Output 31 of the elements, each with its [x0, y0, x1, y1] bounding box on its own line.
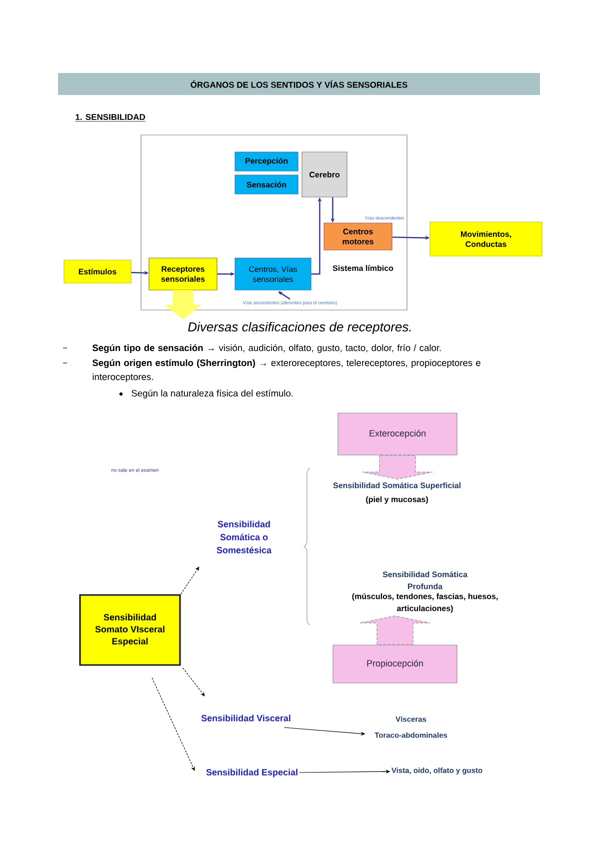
receptor-box: Receptores sensoriales [148, 258, 218, 290]
motor-box: Centros motores [324, 222, 392, 250]
callout-box: Exterocepción [338, 412, 458, 456]
section-heading: 1. SENSIBILIDAD [75, 114, 146, 122]
block-arrow [362, 455, 433, 480]
category-text: Sensibilidad Especial [206, 768, 298, 778]
region-label: Sistema límbico [332, 265, 394, 271]
bullet-text: Según tipo de sensación → visión, audición, olfato, gusto, tacto, dolor, frío / calor. [92, 344, 441, 354]
process-box: Sensación [234, 174, 298, 194]
bullet-text: Según origen estímulo (Sherrington) → exteroreceptores, telereceptores, propioceptores e interoceptores. [92, 359, 480, 382]
arrow [180, 566, 200, 594]
description-text: Sensibilidad Somática Profunda (músculos, tendones, fascias, huesos, articulaciones) [352, 571, 498, 613]
stimulus-box: Estímulos [64, 260, 132, 284]
block-arrow [360, 616, 430, 645]
bullet-text: Según la naturaleza física del estímulo. [132, 390, 293, 398]
category-text: Sensibilidad Somática o Somestésica [216, 520, 272, 554]
process-box: Percepción [234, 152, 298, 172]
description-text: Sensibilidad Somática Superficial (piel y mucosas) [333, 482, 460, 504]
output-box: Movimientos, Conductas [430, 222, 542, 256]
arrow [152, 678, 195, 771]
process-box: Centros, Vías sensoriales [234, 258, 312, 290]
category-box: Sensibilidad Somato VIsceral Especial [79, 594, 181, 666]
brain-box: Cerebro [302, 152, 348, 198]
callout-box: Propiocepción [332, 644, 458, 684]
title-bar: ÓRGANOS DE LOS SENTIDOS Y VÍAS SENSORIALES [58, 73, 540, 95]
system-frame [140, 134, 408, 310]
caption-text: Diversas clasificaciones de receptores. [188, 322, 411, 334]
arrow [182, 668, 205, 696]
arrow [278, 291, 290, 300]
category-text: Sensibilidad Visceral [201, 714, 290, 722]
block-arrow [164, 290, 202, 320]
